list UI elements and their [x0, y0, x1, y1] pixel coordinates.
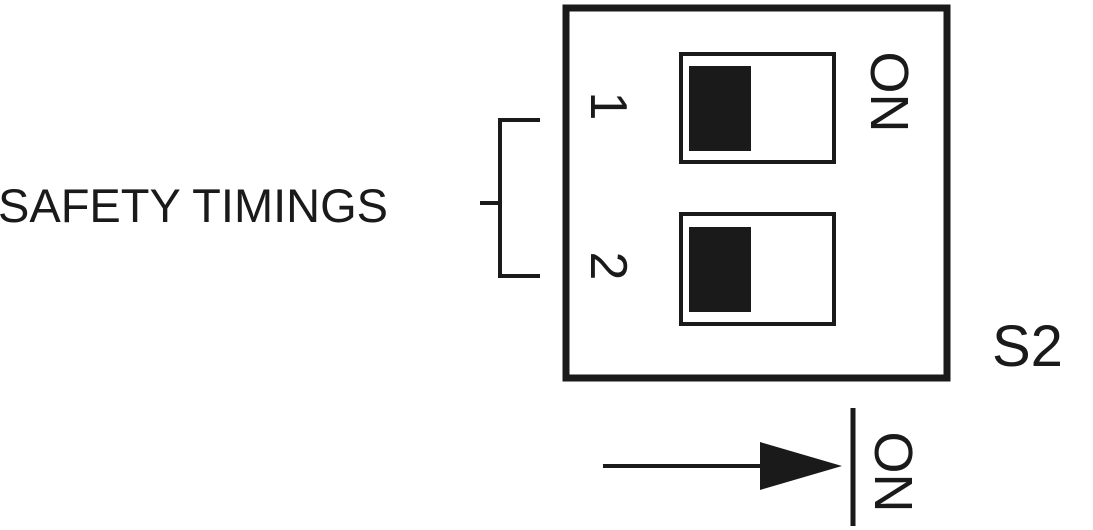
safety-timings-label: SAFETY TIMINGS [0, 179, 388, 232]
switch-1-slot [679, 52, 836, 164]
switch-1-number: 1 [579, 91, 637, 121]
switch-2-knob [689, 227, 751, 312]
s2-label: S2 [992, 314, 1063, 379]
switch-housing [562, 4, 951, 382]
switch-2-number: 2 [579, 251, 637, 281]
group-bracket [480, 118, 540, 278]
switch-2-slot [679, 212, 836, 326]
on-label-bottom: ON [863, 431, 923, 513]
dip-switch-2[interactable] [679, 212, 836, 326]
on-label-top: ON [859, 51, 919, 133]
dip-switch-1[interactable] [679, 52, 836, 164]
on-direction-arrow-head [760, 442, 842, 490]
switch-1-knob [689, 66, 751, 151]
